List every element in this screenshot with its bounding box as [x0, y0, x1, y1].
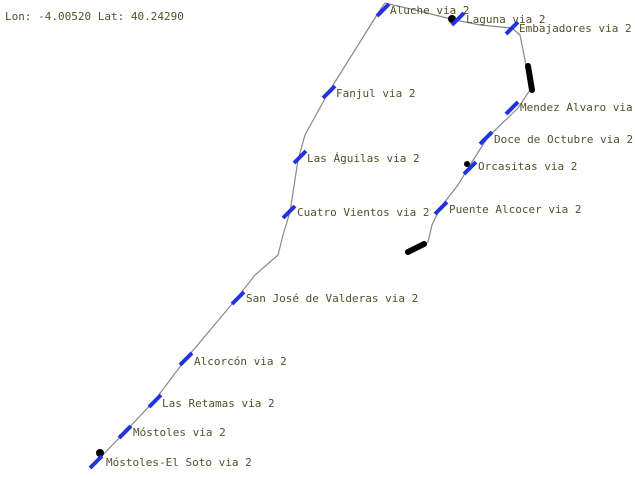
station[interactable]: Aluche via 2: [375, 2, 469, 18]
platform-marker[interactable]: [178, 351, 194, 367]
station[interactable]: Las Retamas via 2: [147, 393, 275, 410]
station[interactable]: Puente Alcocer via 2: [433, 200, 581, 216]
station-label: Aluche via 2: [390, 4, 469, 17]
station[interactable]: Móstoles via 2: [117, 424, 226, 440]
station-label: Móstoles via 2: [133, 426, 226, 439]
station[interactable]: Las Águilas via 2: [292, 149, 420, 165]
station-label: Cuatro Vientos via 2: [297, 206, 429, 219]
lat-value: 40.24290: [130, 10, 184, 23]
station-label: Alcorcón via 2: [194, 355, 287, 368]
station-label: Móstoles-El Soto via 2: [106, 456, 252, 469]
station[interactable]: Orcasitas via 2: [462, 160, 577, 176]
station[interactable]: Embajadores via 2: [504, 20, 632, 36]
station-label: Las Retamas via 2: [162, 397, 275, 410]
station[interactable]: San José de Valderas via 2: [230, 290, 418, 306]
coordinate-readout: Lon: -4.00520 Lat: 40.24290: [5, 10, 184, 23]
station[interactable]: Cuatro Vientos via 2: [281, 204, 429, 220]
platform-marker[interactable]: [375, 2, 391, 18]
platform-marker[interactable]: [433, 200, 449, 216]
station-label: Laguna via 2: [466, 13, 545, 26]
station[interactable]: Mendez Alvaro via 2: [504, 100, 635, 116]
platform-marker[interactable]: [321, 84, 337, 100]
station[interactable]: Fanjul via 2: [321, 84, 415, 100]
station[interactable]: Doce de Octubre via 2: [478, 130, 633, 146]
platform-marker[interactable]: [504, 100, 520, 116]
train[interactable]: [405, 241, 427, 255]
platform-marker[interactable]: [147, 393, 163, 409]
trains: [96, 15, 535, 457]
station-label: Mendez Alvaro via 2: [520, 101, 635, 114]
station[interactable]: Móstoles-El Soto via 2: [88, 454, 252, 470]
station-label: Puente Alcocer via 2: [449, 203, 581, 216]
platform-marker[interactable]: [504, 20, 520, 36]
station-label: San José de Valderas via 2: [246, 292, 418, 305]
station[interactable]: Alcorcón via 2: [178, 351, 287, 368]
platform-marker[interactable]: [117, 424, 133, 440]
station[interactable]: Laguna via 2: [450, 11, 545, 27]
platform-marker[interactable]: [450, 11, 466, 27]
lat-label: Lat:: [97, 10, 125, 23]
platform-marker[interactable]: [281, 204, 297, 220]
platform-marker[interactable]: [292, 149, 308, 165]
platform-marker[interactable]: [230, 290, 246, 306]
train[interactable]: [464, 161, 470, 167]
platform-marker[interactable]: [88, 454, 104, 470]
station-label: Las Águilas via 2: [307, 152, 420, 165]
stations: Móstoles-El Soto via 2 Móstoles via 2 Las …: [88, 2, 635, 470]
station-label: Embajadores via 2: [519, 22, 632, 35]
train[interactable]: [525, 63, 535, 93]
platform-marker[interactable]: [478, 130, 494, 146]
station-label: Fanjul via 2: [336, 87, 415, 100]
train[interactable]: [96, 449, 104, 457]
station-label: Orcasitas via 2: [478, 160, 577, 173]
lon-label: Lon:: [5, 10, 32, 23]
track-line: [94, 2, 531, 464]
station-label: Doce de Octubre via 2: [494, 133, 633, 146]
lon-value: -4.00520: [38, 10, 92, 23]
platform-marker[interactable]: [462, 160, 478, 176]
